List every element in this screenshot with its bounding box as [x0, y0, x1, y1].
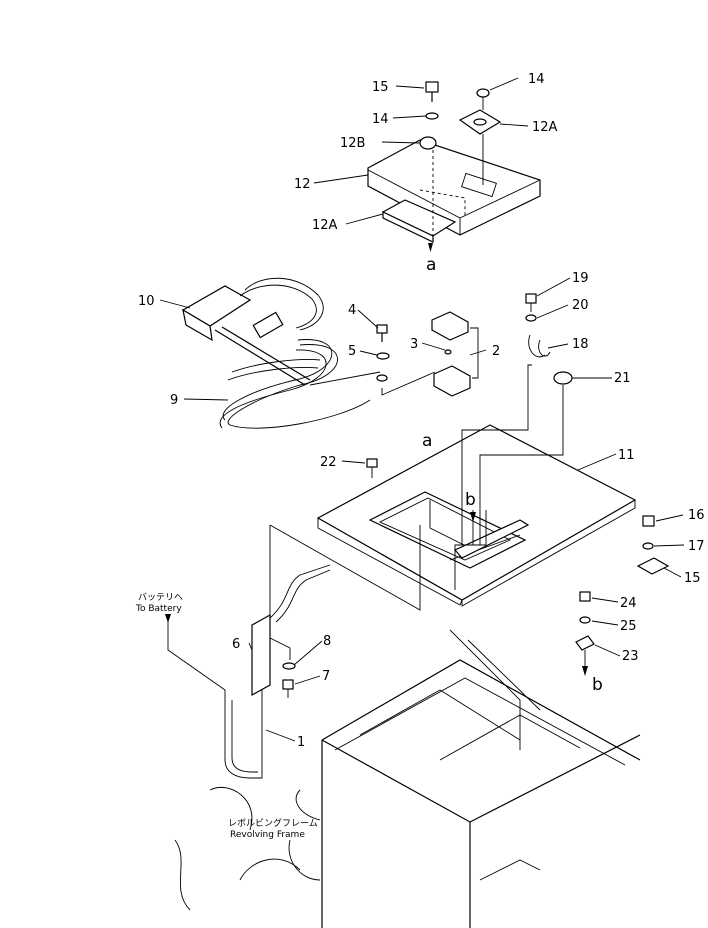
callout-12a: 12A	[312, 218, 338, 233]
callout-25: 23	[622, 649, 639, 664]
note-frame-en: Revolving Frame	[230, 830, 305, 840]
notes: バッテリへ To Battery レボルビングフレーム Revolving Fr…	[135, 592, 318, 840]
callout-4: 4	[348, 303, 356, 318]
ref-b-mid: b	[465, 490, 476, 510]
callout-15: 15	[372, 80, 389, 95]
wiring-harness	[181, 277, 381, 429]
arrow-b-low	[582, 666, 588, 676]
callout-24: 22	[320, 455, 337, 470]
note-frame-jp: レボルビングフレーム	[228, 817, 318, 829]
callout-11: 11	[618, 448, 635, 463]
callout-10: 10	[138, 294, 155, 309]
note-battery-en: To Battery	[135, 604, 182, 614]
callout-20: 18	[572, 337, 589, 352]
revolving-frame	[174, 629, 641, 928]
battery-tray	[316, 424, 637, 607]
callout-5: 5	[348, 344, 356, 359]
callout-18: 16	[688, 508, 705, 523]
ref-b-low: b	[592, 675, 603, 695]
callout-23: 21	[614, 371, 631, 386]
callout-21: 19	[572, 271, 589, 286]
callout-12: 12	[294, 177, 311, 192]
oil-cap	[458, 88, 502, 185]
ref-a-mid: a	[422, 431, 432, 451]
cover-plate	[367, 139, 541, 243]
callout-9: 9	[170, 393, 178, 408]
callout-13: 12A	[532, 120, 558, 135]
callout-2: 2	[492, 344, 500, 359]
callout-8: 8	[323, 634, 331, 649]
callout-labels: 15 14 14 12A 12B 12 12A 10 9 4 3 5 2 19 …	[138, 72, 705, 750]
hardware-right	[366, 293, 670, 668]
bolt-15	[419, 81, 439, 150]
reference-letters: a a b b	[165, 243, 603, 695]
callout-12b: 12B	[340, 136, 365, 151]
callout-16: 14	[372, 112, 389, 127]
leader-lines	[159, 77, 685, 742]
callout-26: 24	[620, 596, 637, 611]
ref-a-top: a	[426, 255, 436, 275]
callout-3: 3	[410, 337, 418, 352]
relay-group	[376, 311, 479, 397]
callout-27: 25	[620, 619, 637, 634]
note-battery-jp: バッテリへ	[138, 592, 183, 603]
battery-cable	[167, 564, 331, 779]
callout-1: 1	[297, 735, 305, 750]
callout-14: 14	[528, 72, 545, 87]
callout-22: 20	[572, 298, 589, 313]
arrow-a-top	[428, 243, 433, 252]
arrow-battery	[165, 614, 171, 623]
callout-19: 17	[688, 539, 705, 554]
callout-6: 6	[232, 637, 240, 652]
callout-7: 7	[322, 669, 330, 684]
callout-17: 15	[684, 571, 701, 586]
